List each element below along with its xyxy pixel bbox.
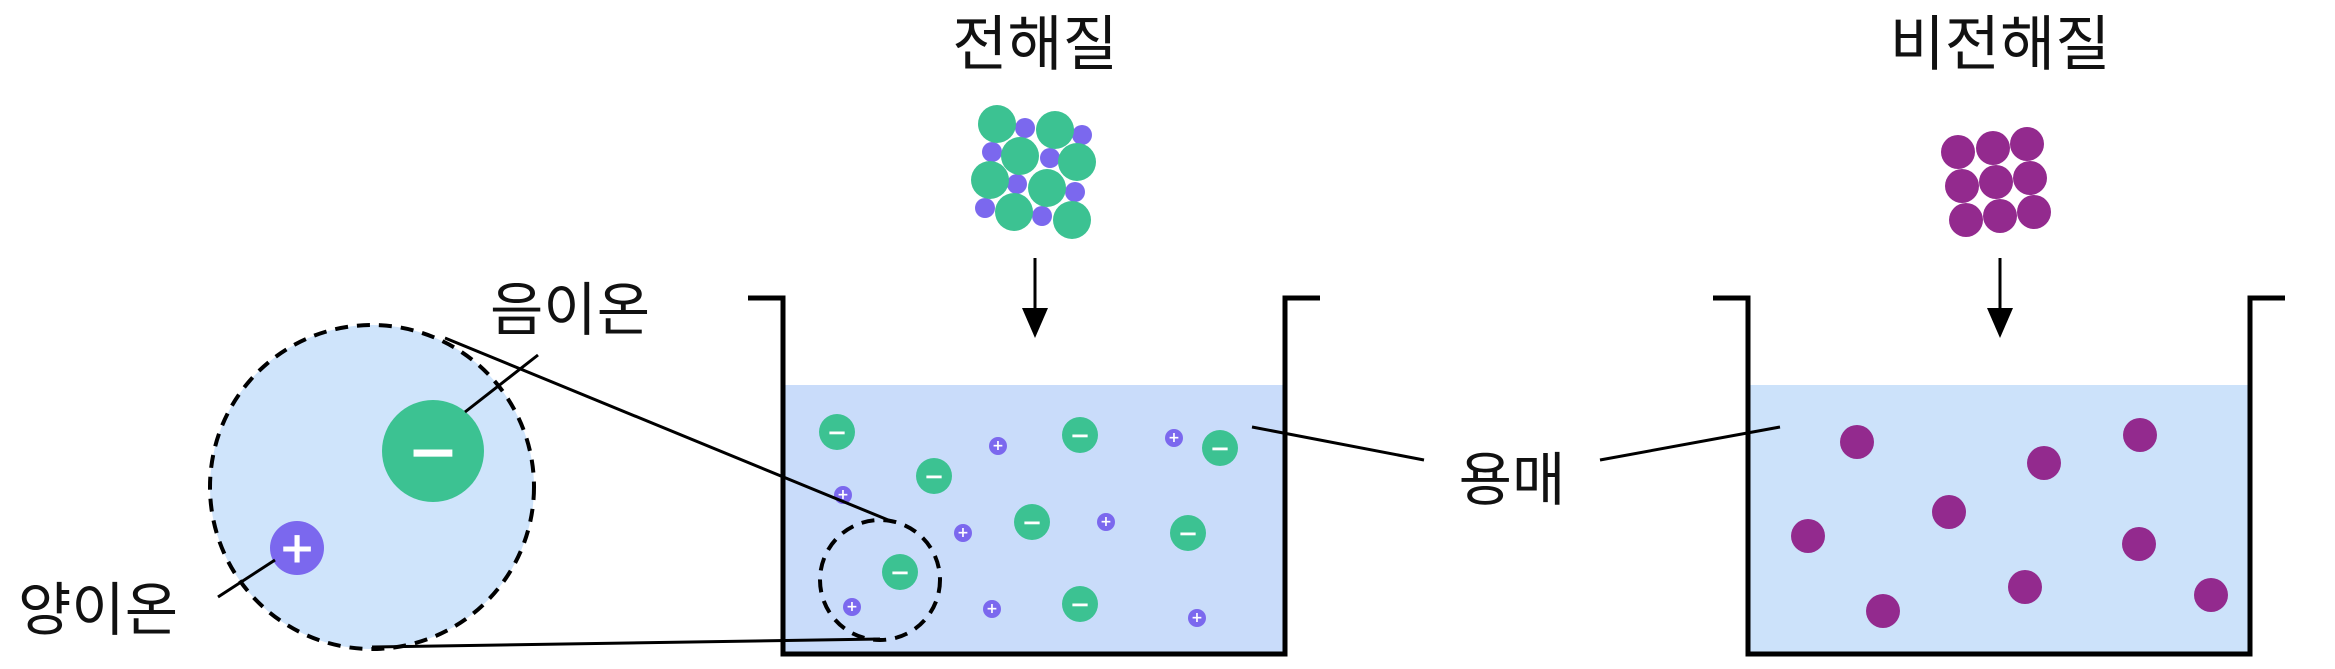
minus-sign-icon: − [407, 415, 459, 488]
minus-sign-icon: − [890, 558, 910, 587]
anion-particle [1028, 169, 1066, 207]
molecule-particle [2194, 578, 2228, 612]
anion: − [819, 414, 855, 450]
molecule-particle [2008, 570, 2042, 604]
anion-particle [1036, 111, 1074, 149]
anion-particle [978, 105, 1016, 143]
anion-label: 음이온 [490, 276, 650, 344]
solvent-nonelectrolyte [1748, 385, 2250, 653]
anion: − [882, 554, 918, 590]
cation-particle [1040, 148, 1060, 168]
anion-particle [995, 193, 1033, 231]
minus-sign-icon: − [1022, 508, 1042, 537]
anion: − [1014, 504, 1050, 540]
nonelectrolyte-beaker [1713, 295, 2285, 657]
cation-leader [217, 558, 276, 599]
cation: + [954, 524, 972, 542]
anion-particle [1053, 201, 1091, 239]
plus-sign-icon: + [1191, 610, 1203, 626]
plus-sign-icon: + [957, 525, 969, 541]
plus-sign-icon: + [1168, 430, 1180, 446]
plus-sign-icon: + [1100, 514, 1112, 530]
minus-sign-icon: − [924, 462, 944, 491]
electrolyte-title: 전해질 [952, 10, 1118, 80]
molecule-particle [1949, 203, 1983, 237]
cation: + [1188, 609, 1206, 627]
molecule-particle [2122, 527, 2156, 561]
cation: + [843, 598, 861, 616]
nonelectrolyte-title: 비전해질 [1890, 10, 2111, 80]
molecule-particle [1941, 135, 1975, 169]
molecule-particle [1976, 131, 2010, 165]
cation: + [1097, 513, 1115, 531]
molecule-particle [1945, 169, 1979, 203]
anion-leader [464, 353, 539, 414]
molecule-particle [2010, 127, 2044, 161]
anion-enlarged: − [382, 400, 484, 502]
minus-sign-icon: − [1210, 434, 1230, 463]
anion: − [1170, 515, 1206, 551]
molecule-particle [2123, 418, 2157, 452]
cation: + [983, 600, 1001, 618]
anion: − [1062, 417, 1098, 453]
cation-particle [1065, 182, 1085, 202]
magnifier-circle [208, 323, 536, 651]
magnifier: − + [208, 323, 942, 651]
callout-line-bottom [371, 637, 881, 649]
anion: − [1062, 586, 1098, 622]
minus-sign-icon: − [1070, 590, 1090, 619]
solvent-label: 용매 [1459, 446, 1566, 514]
plus-sign-icon: + [986, 601, 998, 617]
molecule-particle [2017, 195, 2051, 229]
anion-particle [971, 161, 1009, 199]
cation-particle [1007, 174, 1027, 194]
molecule-particle [2027, 446, 2061, 480]
nonelectrolyte-crystal [1941, 127, 2051, 237]
electrolyte-beaker [748, 295, 1320, 657]
plus-sign-icon: + [992, 438, 1004, 454]
cation-enlarged: + [270, 521, 324, 575]
arrow-down-icon [1987, 258, 2013, 338]
solvent-leader-left [1251, 425, 1425, 462]
anion: − [1202, 430, 1238, 466]
cation-particle [1032, 206, 1052, 226]
cation: + [1165, 429, 1183, 447]
minus-sign-icon: − [827, 418, 847, 447]
anion: − [916, 458, 952, 494]
molecule-particle [2013, 161, 2047, 195]
cation-label: 양이온 [18, 576, 178, 644]
solvent-leader-right [1599, 425, 1781, 462]
plus-sign-icon: + [846, 599, 858, 615]
molecule-particle [1866, 594, 1900, 628]
molecule-particle [1791, 519, 1825, 553]
cation: + [989, 437, 1007, 455]
anion-particle [1001, 137, 1039, 175]
electrolyte-crystal [971, 105, 1096, 239]
cation-particle [982, 142, 1002, 162]
cation-particle [1072, 125, 1092, 145]
anion-particle [1058, 143, 1096, 181]
molecule-particle [1983, 199, 2017, 233]
dissolved-molecules [1791, 418, 2228, 628]
minus-sign-icon: − [1178, 519, 1198, 548]
molecule-particle [1979, 165, 2013, 199]
molecule-particle [1932, 495, 1966, 529]
cation-particle [1015, 118, 1035, 138]
plus-sign-icon: + [837, 487, 849, 503]
plus-sign-icon: + [279, 523, 316, 574]
molecule-particle [1840, 425, 1874, 459]
cation-particle [975, 198, 995, 218]
arrow-down-icon [1022, 258, 1048, 338]
dissolved-ions: − − − − − − − − + + + + + + + + [819, 414, 1238, 627]
minus-sign-icon: − [1070, 421, 1090, 450]
